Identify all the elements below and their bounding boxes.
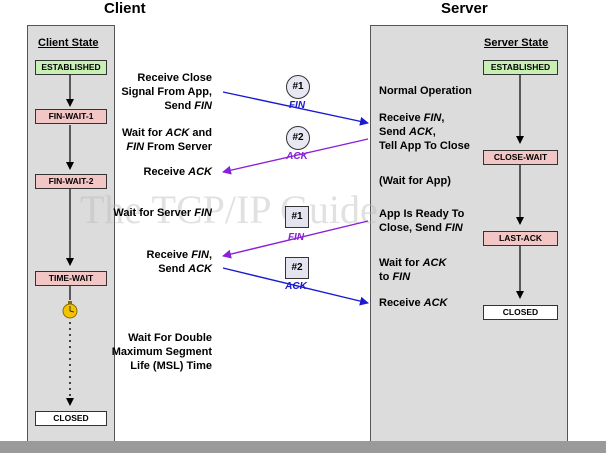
server-state-closed: CLOSED — [483, 305, 558, 320]
client-header: Client — [104, 0, 146, 17]
segment-4-marker: #2 — [285, 257, 309, 279]
label-receive-fin-send-ack: Receive FIN, Send ACK — [146, 249, 212, 275]
client-state-panel — [27, 25, 115, 442]
client-state-fin-wait-1: FIN-WAIT-1 — [35, 109, 107, 124]
segment-3-arrow — [222, 220, 369, 259]
label-client-receive-ack: Receive ACK — [143, 166, 213, 178]
label-wait-server-fin: Wait for Server FIN — [113, 207, 212, 219]
segment-1-arrow — [222, 91, 369, 126]
segment-4-arrow — [222, 267, 369, 306]
server-state-title: Server State — [484, 37, 549, 49]
server-header: Server — [441, 0, 488, 17]
server-state-last-ack: LAST-ACK — [483, 231, 558, 246]
label-wait-ack-to-fin: Wait for ACK to FIN — [379, 257, 447, 283]
watermark: The TCP/IP Guide — [80, 187, 378, 232]
label-wait-ack-fin: Wait for ACK and FIN From Server — [121, 127, 212, 153]
server-state-close-wait: CLOSE-WAIT — [483, 150, 558, 165]
stopwatch-icon — [62, 301, 78, 319]
client-state-title: Client State — [38, 37, 99, 49]
label-wait-double-msl: Wait For Double Maximum Segment Life (MS… — [111, 332, 212, 372]
label-normal-operation: Normal Operation — [379, 85, 472, 97]
bottom-bar — [0, 441, 606, 453]
label-server-receive-ack: Receive ACK — [379, 297, 448, 309]
segment-3-marker: #1 — [285, 206, 309, 228]
client-state-fin-wait-2: FIN-WAIT-2 — [35, 174, 107, 189]
server-state-established: ESTABLISHED — [483, 60, 558, 75]
client-state-established: ESTABLISHED — [35, 60, 107, 75]
client-state-closed: CLOSED — [35, 411, 107, 426]
label-wait-for-app: (Wait for App) — [379, 175, 451, 187]
label-app-ready: App Is Ready To Close, Send FIN — [379, 208, 465, 234]
segment-2-marker: #2 — [286, 126, 310, 150]
segment-4-label: ACK — [285, 281, 307, 292]
segment-2-label: ACK — [286, 151, 308, 162]
client-state-time-wait: TIME-WAIT — [35, 271, 107, 286]
label-receive-fin-send-ack-tell-app: Receive FIN, Send ACK, Tell App To Close — [379, 112, 470, 152]
segment-2-arrow — [222, 138, 369, 175]
segment-1-marker: #1 — [286, 75, 310, 99]
label-receive-close: Receive Close Signal From App, Send FIN — [121, 72, 212, 112]
segment-1-label: FIN — [288, 100, 306, 111]
segment-3-label: FIN — [287, 232, 305, 243]
